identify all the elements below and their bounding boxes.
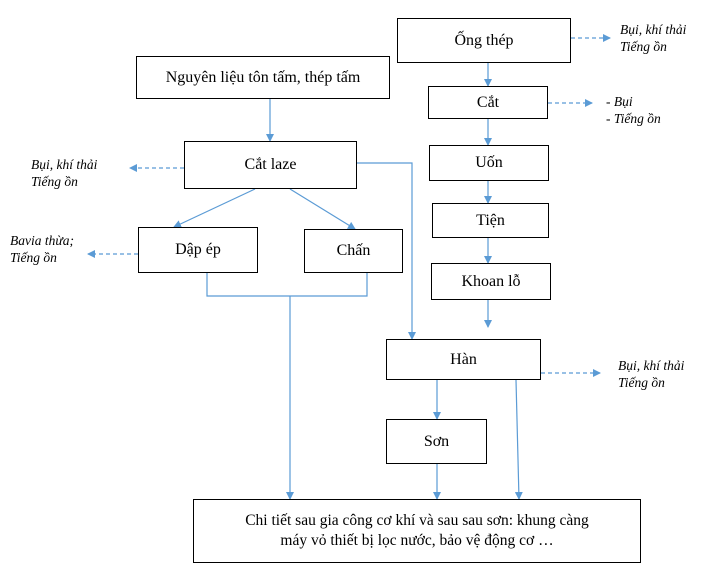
arrow-laser-to-bend xyxy=(289,188,356,230)
box-welding: Hàn xyxy=(386,339,541,380)
arrow-laser-to-press xyxy=(173,188,256,228)
box-steel-pipe: Ống thép xyxy=(397,18,571,63)
final-line-1: Chi tiết sau gia công cơ khí và sau sau … xyxy=(245,512,589,529)
arrow-weld-to-final xyxy=(514,379,523,500)
box-painting: Sơn xyxy=(386,419,487,464)
note-weld-emission: Bụi, khí thải Tiếng ồn xyxy=(618,358,685,390)
note-press-emission: Bavia thừa; Tiếng ồn xyxy=(10,233,74,265)
final-line-2: máy vỏ thiết bị lọc nước, bảo vệ động cơ… xyxy=(280,532,554,549)
box-laser-cut: Cắt laze xyxy=(184,141,357,189)
connector-press-bend-merge xyxy=(206,273,368,297)
note-cut-emission: - Bụi - Tiếng ồn xyxy=(606,94,661,126)
note-pipe-emission: Bụi, khí thải Tiếng ồn xyxy=(620,22,687,54)
box-bend: Chấn xyxy=(304,229,403,273)
box-raw-material: Nguyên liệu tôn tấm, thép tấm xyxy=(136,56,390,99)
box-drilling: Khoan lỗ xyxy=(431,263,551,300)
connector-laser-to-weld xyxy=(357,162,416,340)
note-laser-emission: Bụi, khí thải Tiếng ồn xyxy=(31,157,98,189)
box-press: Dập ép xyxy=(138,227,258,273)
box-cut: Cắt xyxy=(428,86,548,119)
box-turning: Tiện xyxy=(432,203,549,238)
box-final-product: Chi tiết sau gia công cơ khí và sau sau … xyxy=(193,499,641,563)
box-roll-bend: Uốn xyxy=(429,145,549,181)
